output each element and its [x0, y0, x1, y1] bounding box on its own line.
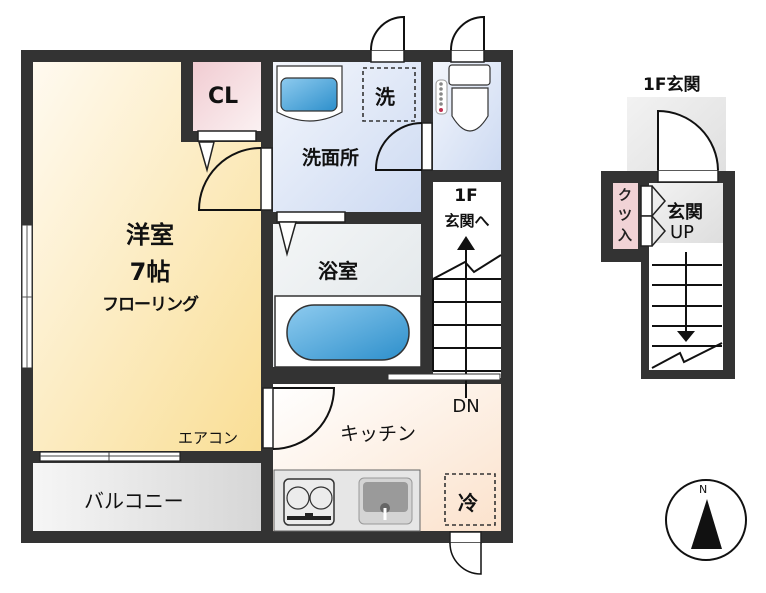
- fridge-space: [444, 473, 496, 526]
- closet-floor: [193, 62, 261, 131]
- toilet-bowl-icon: [451, 87, 489, 132]
- balcony-floor: [33, 463, 261, 531]
- bottom-door-swing-icon: [449, 542, 482, 575]
- balcony-label: バルコニー: [84, 489, 184, 513]
- bathroom-label: 浴室: [318, 259, 358, 283]
- shoe-box-label: クツ入: [618, 188, 632, 244]
- washroom-door-swing-icon: [374, 122, 423, 171]
- closet-door-swing-icon: [198, 141, 215, 173]
- western-room-size: 7帖: [129, 258, 171, 286]
- entrance-direction-label: UP: [670, 222, 695, 243]
- washroom-label: 洗面所: [302, 147, 360, 169]
- western-room-name: 洋室: [126, 221, 174, 249]
- north-arrow-icon: [691, 499, 722, 549]
- toilet-top-door-swing-icon: [450, 15, 485, 51]
- western-room-floor-type: フローリング: [102, 295, 199, 315]
- inset-stairs-icon: [651, 252, 723, 369]
- washer-space: [362, 67, 416, 122]
- stairs-direction-label: DN: [452, 396, 480, 417]
- stairs-to-label: 玄関へ: [444, 212, 490, 230]
- aircon-label: エアコン: [178, 429, 239, 447]
- kitchen-door-swing-icon: [272, 387, 336, 450]
- stairs-floor-label: 1F: [454, 186, 478, 206]
- bathtub-icon: [286, 304, 410, 361]
- stove-icon: [283, 478, 335, 526]
- room-door-swing-icon: [197, 147, 262, 211]
- compass-north-label: N: [699, 483, 708, 496]
- kitchen-label: キッチン: [340, 423, 417, 445]
- top-door-swing-icon: [370, 15, 405, 51]
- arrow-down-icon: [677, 331, 695, 342]
- entrance-floor: [649, 183, 723, 243]
- arrow-up-icon: [457, 236, 475, 250]
- shoe-box: [613, 183, 638, 249]
- fridge-label: 冷: [458, 491, 478, 515]
- stairs-icon: [432, 245, 502, 398]
- closet-label: CL: [208, 84, 239, 109]
- entrance-inset-title: 1F玄関: [643, 75, 701, 95]
- entrance-door-swing-icon: [657, 109, 719, 171]
- toilet-tank-icon: [448, 64, 491, 86]
- entrance-label: 玄関: [667, 202, 703, 223]
- washer-label: 洗: [375, 85, 395, 109]
- bath-door-swing-icon: [278, 221, 297, 257]
